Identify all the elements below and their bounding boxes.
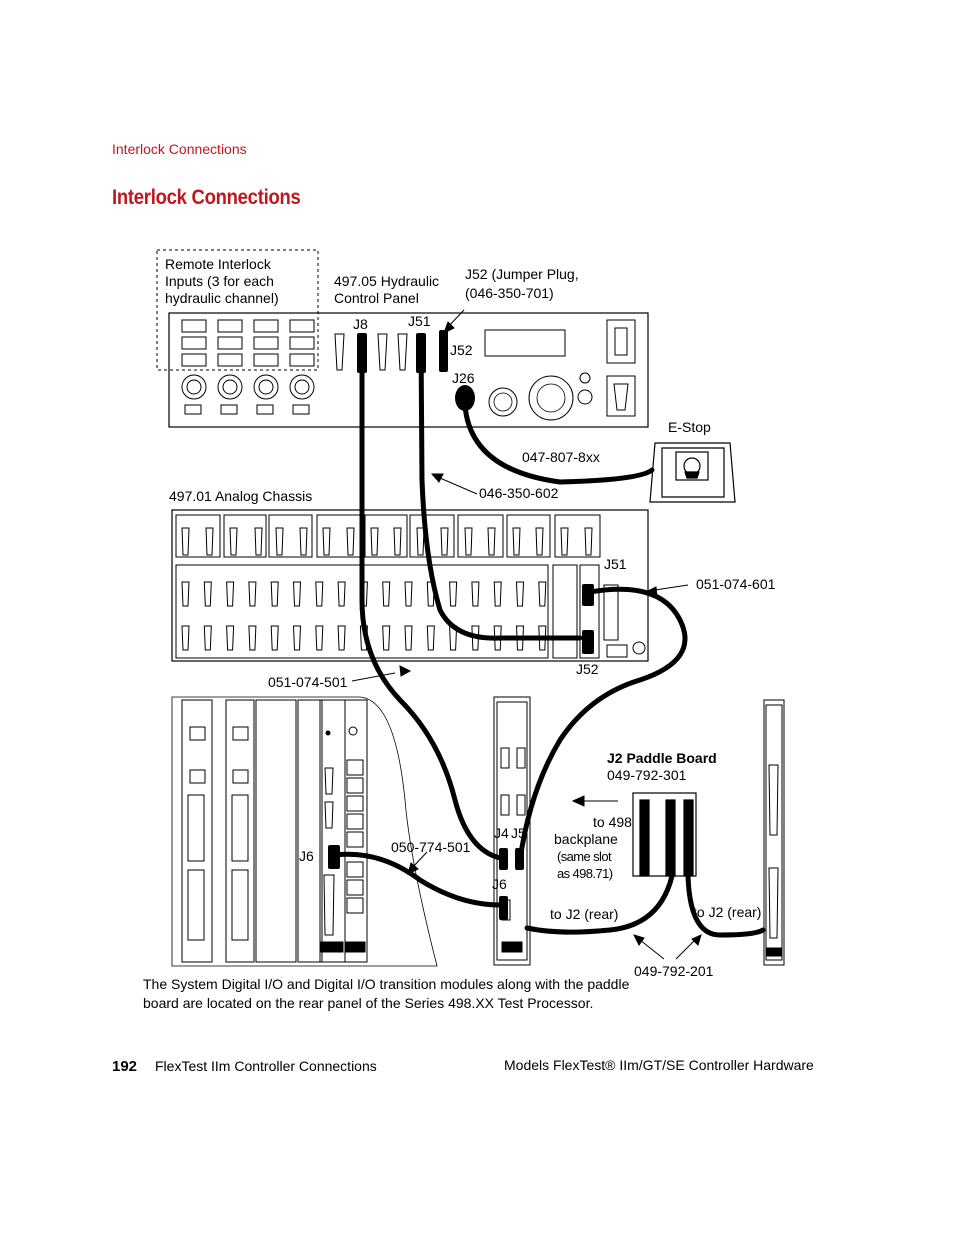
label-remote-interlock-1: Remote Interlock <box>165 256 272 272</box>
label-analog-chassis: 497.01 Analog Chassis <box>169 488 312 504</box>
label-cable-051-501: 051-074-501 <box>268 674 348 690</box>
label-j4: J4 <box>494 825 509 841</box>
label-jumper-plug-1: J52 (Jumper Plug, <box>465 266 579 282</box>
cable-051-074-501 <box>359 337 503 861</box>
leader-arrows <box>351 309 702 960</box>
analog-chassis <box>171 509 649 662</box>
panel-display-window <box>484 329 566 357</box>
label-j6-module: J6 <box>492 876 507 892</box>
cable-049-792-201-left <box>524 873 675 935</box>
label-jumper-plug-2: (046-350-701) <box>465 285 554 301</box>
label-to-j2-left: to J2 (rear) <box>550 906 618 922</box>
label-cable-050: 050-774-501 <box>391 839 471 855</box>
diagram-labels: Remote Interlock Inputs (3 for each hydr… <box>165 256 776 979</box>
cable-050-774-501 <box>333 851 503 908</box>
label-remote-interlock-2: Inputs (3 for each <box>165 273 274 289</box>
mts-logo-text-center: MTS <box>504 945 519 952</box>
label-j8: J8 <box>353 316 368 332</box>
panel-dsub-connectors <box>334 333 408 371</box>
label-j52-chassis: J52 <box>576 661 599 677</box>
mts-logo-text-left: MTS <box>324 945 339 952</box>
estop-box <box>649 442 736 503</box>
panel-power-inlet <box>606 375 636 417</box>
panel-power-switch <box>606 319 636 364</box>
connector-plugs <box>328 330 594 920</box>
label-j26: J26 <box>452 370 475 386</box>
label-remote-interlock-3: hydraulic channel) <box>165 290 279 306</box>
section-title: Interlock Connections <box>112 186 301 209</box>
label-paddle-board-part: 049-792-301 <box>607 767 687 783</box>
figure-caption: The System Digital I/O and Digital I/O t… <box>143 976 630 1011</box>
cable-046-350-602 <box>418 337 583 641</box>
panel-large-round-connector <box>528 375 574 421</box>
chassis-j51-connector <box>603 584 619 641</box>
panel-round-connector <box>488 387 518 417</box>
label-to-498-2: backplane <box>554 831 618 847</box>
label-cable-051-601: 051-074-601 <box>696 576 776 592</box>
cables <box>333 337 766 938</box>
mts-logo-left <box>320 941 344 953</box>
page-number: 192 <box>112 1058 138 1075</box>
label-cable-046: 046-350-602 <box>479 485 559 501</box>
cable-047-807-8xx <box>462 402 655 485</box>
label-paddle-board-title: J2 Paddle Board <box>607 750 717 766</box>
mts-logo-right <box>765 947 783 957</box>
label-to-j2-right: to J2 (rear) <box>693 904 761 920</box>
label-j51-panel: J51 <box>408 313 431 329</box>
interlock-connectors <box>181 319 315 415</box>
label-cable-047: 047-807-8xx <box>522 449 600 465</box>
label-hydraulic-panel-2: Control Panel <box>334 290 419 306</box>
label-cable-049-201: 049-792-201 <box>634 963 714 979</box>
label-j52-panel: J52 <box>450 342 473 358</box>
label-j5: J5 <box>511 825 526 841</box>
right-transition-module <box>763 699 785 966</box>
cable-049-792-201-right <box>685 873 766 938</box>
label-j51-chassis: J51 <box>604 556 627 572</box>
label-to-498-3: (same slot <box>557 849 612 864</box>
label-to-498-1: to 498 <box>593 814 632 830</box>
label-estop: E-Stop <box>668 419 711 435</box>
label-to-498-4: as 498.71) <box>557 866 613 881</box>
hydraulic-panel <box>168 312 649 428</box>
label-hydraulic-panel-1: 497.05 Hydraulic <box>334 273 439 289</box>
running-head: Interlock Connections <box>112 141 247 157</box>
analog-chassis-slots <box>181 527 593 651</box>
cable-051-074-601 <box>517 586 688 863</box>
label-j6-rack: J6 <box>299 848 314 864</box>
remote-interlock-group <box>156 249 319 371</box>
footer-book-title: Models FlexTest® IIm/GT/SE Controller Ha… <box>504 1057 814 1073</box>
footer-chapter: FlexTest IIm Controller Connections <box>155 1058 377 1074</box>
mts-logo-center <box>501 941 523 953</box>
j2-paddle-board <box>632 792 697 877</box>
digital-io-rack <box>171 696 438 967</box>
